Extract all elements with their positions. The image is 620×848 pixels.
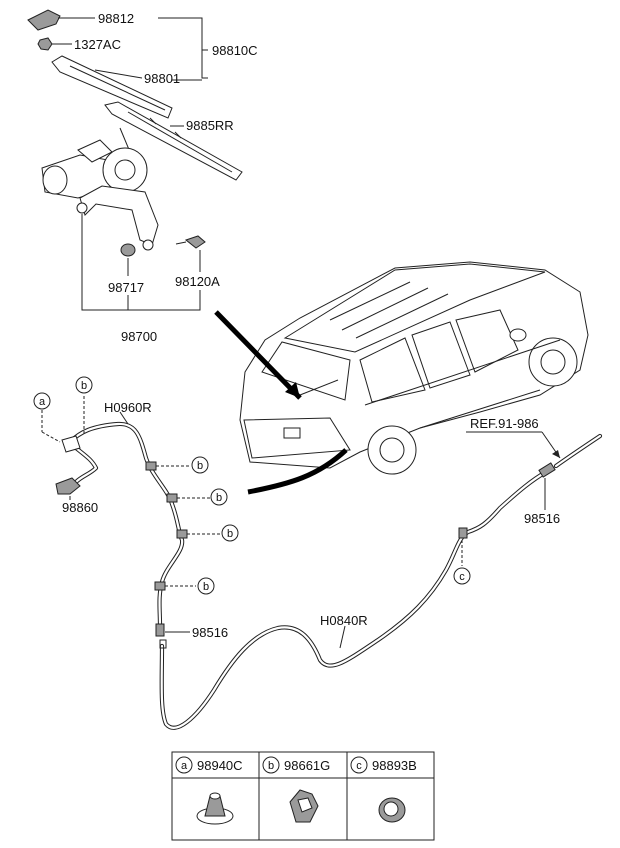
wiper-assembly [27, 9, 243, 257]
label-1327ac: 1327AC [74, 37, 121, 52]
callout-b-2 [210, 488, 228, 506]
bolt-part [184, 235, 206, 249]
svg-text:b: b [268, 760, 274, 772]
callout-b-3 [221, 524, 239, 542]
label-98120a: 98120A [175, 274, 220, 289]
svg-text:c: c [356, 760, 362, 772]
callout-a [33, 392, 51, 410]
callout-c [453, 567, 471, 585]
svg-text:a: a [39, 396, 46, 408]
nut-part [37, 37, 53, 51]
clip-b-2 [166, 493, 178, 503]
grommet-a [61, 435, 81, 453]
svg-text:b: b [227, 528, 233, 540]
svg-text:c: c [459, 571, 465, 583]
svg-text:b: b [203, 581, 209, 593]
label-98860: 98860 [62, 500, 98, 515]
label-h0960r: H0960R [104, 400, 152, 415]
svg-text:a: a [181, 760, 188, 772]
label-98700: 98700 [121, 329, 157, 344]
label-98717: 98717 [108, 280, 144, 295]
label-98812: 98812 [98, 11, 134, 26]
connector-left [155, 623, 165, 637]
callout-b-4 [197, 577, 215, 595]
legend-letter-c [350, 756, 368, 774]
legend-part-b: 98661G [284, 758, 330, 773]
connector-right [538, 462, 556, 478]
label-ref: REF.91-986 [470, 416, 539, 431]
callout-b-top [75, 376, 93, 394]
nozzle-part [55, 477, 81, 495]
vehicle-illustration [214, 261, 589, 495]
clip-b-4 [154, 581, 166, 591]
svg-text:b: b [197, 460, 203, 472]
legend-part-c: 98893B [372, 758, 417, 773]
clip-b-1 [145, 461, 157, 471]
clip-c [458, 527, 468, 539]
grommet-part [120, 243, 136, 257]
legend-part-a: 98940C [197, 758, 243, 773]
washer-hose-main [159, 433, 603, 730]
svg-text:b: b [81, 380, 87, 392]
label-9885rr: 9885RR [186, 118, 234, 133]
callout-circles: a b b b b b c [33, 376, 471, 595]
legend-letter-a [175, 756, 193, 774]
label-h0840r: H0840R [320, 613, 368, 628]
washer-hose-left [55, 421, 188, 637]
label-98516-left: 98516 [192, 625, 228, 640]
hose-leaders [41, 396, 561, 649]
wiper-cap-part [27, 9, 61, 31]
callout-b-1 [191, 456, 209, 474]
wiper-blade-part [104, 101, 243, 181]
grommet-a-icon [196, 792, 234, 825]
svg-text:b: b [216, 492, 222, 504]
legend-letter-b [262, 756, 280, 774]
clip-b-icon [289, 789, 319, 823]
motor-bracket-part [79, 185, 159, 246]
grommet-c-icon [378, 797, 406, 823]
clip-b-3 [176, 529, 188, 539]
label-98810c: 98810C [212, 43, 258, 58]
legend-table: a 98940C b 98661G c 98893B [171, 751, 435, 841]
label-98801: 98801 [144, 71, 180, 86]
top-left-leaders [52, 17, 208, 311]
label-98516-right: 98516 [524, 511, 560, 526]
